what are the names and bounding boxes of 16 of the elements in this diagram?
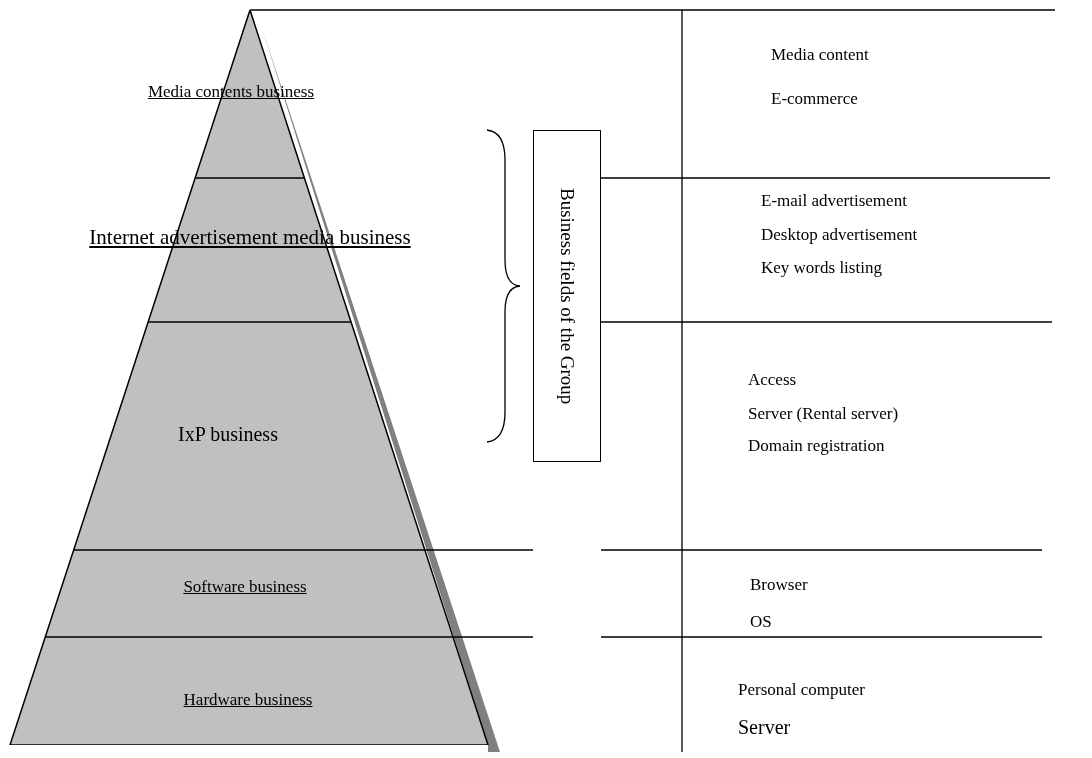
layer-label: IxP business (178, 423, 278, 446)
item-label: Media content (771, 44, 869, 65)
item-label: Personal computer (738, 679, 865, 700)
item-label: E-mail advertisement (761, 190, 907, 211)
item-label: Domain registration (748, 435, 885, 456)
item-label: Server (Rental server) (748, 403, 899, 424)
layer-label: Hardware business (183, 689, 313, 710)
layer-label: Software business (183, 576, 307, 597)
label-box: Business fields of the Group (533, 130, 601, 462)
item-label: Server (738, 716, 791, 739)
item-label: E-commerce (771, 88, 858, 109)
item-label: Desktop advertisement (761, 224, 918, 245)
item-label: Browser (750, 574, 808, 595)
item-label: Access (748, 369, 797, 390)
item-label: OS (750, 611, 772, 632)
item-label: Key words listing (761, 257, 882, 278)
